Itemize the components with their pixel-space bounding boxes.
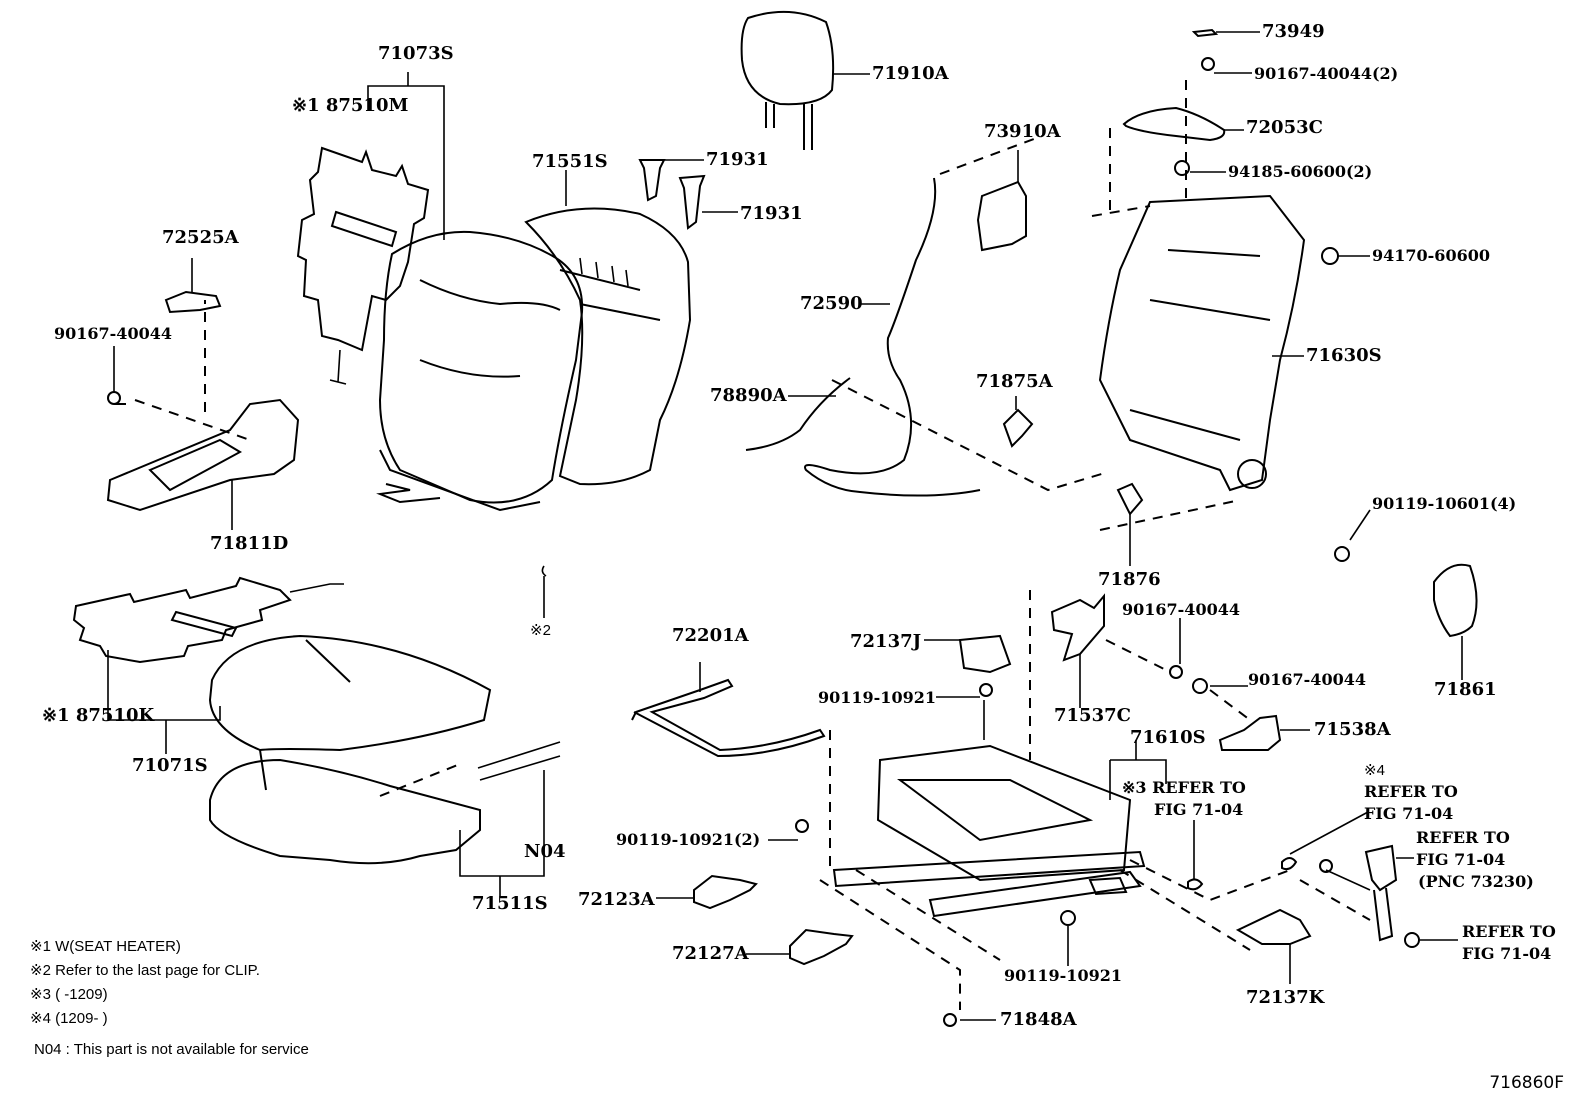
bracket-72137j (958, 634, 1012, 674)
seat-back-cover (376, 230, 584, 512)
clip-71876 (1116, 482, 1144, 516)
part-label-71931-a[interactable]: 71931 (706, 149, 769, 170)
headrest-guides (638, 159, 738, 230)
legend-note-n04: N04 : This part is not available for ser… (34, 1041, 309, 1058)
seat-back-frame (1098, 194, 1306, 492)
part-label-73949[interactable]: 73949 (1262, 21, 1325, 42)
refer-note-buckle[interactable]: REFER TO (1416, 828, 1510, 847)
part-label-72123a[interactable]: 72123A (578, 889, 655, 910)
release-cable (804, 177, 981, 497)
part-label-94170-60600[interactable]: 94170-60600 (1372, 246, 1490, 265)
part-label-72127a[interactable]: 72127A (672, 943, 749, 964)
refer-note-4-fig[interactable]: FIG 71-04 (1364, 804, 1454, 823)
cover-72123a (693, 874, 758, 910)
headrest (740, 10, 870, 150)
part-label-71861[interactable]: 71861 (1434, 679, 1497, 700)
part-label-87510m[interactable]: ※1 87510M (292, 95, 409, 116)
part-label-n04[interactable]: N04 (524, 841, 566, 862)
cover-72127a (789, 928, 854, 966)
part-label-90119-10921-2[interactable]: 90119-10921(2) (616, 830, 761, 849)
part-label-90119-10601[interactable]: 90119-10601(4) (1372, 494, 1517, 513)
part-label-71875a[interactable]: 71875A (976, 371, 1053, 392)
headrest-bracket (1122, 106, 1226, 142)
part-label-71848a[interactable]: 71848A (1000, 1009, 1077, 1030)
part-label-90119-10921-a[interactable]: 90119-10921 (818, 688, 936, 707)
seat-belt-buckle (1364, 844, 1398, 942)
bolt-left (107, 346, 126, 405)
part-label-73910a[interactable]: 73910A (984, 121, 1061, 142)
figure-id: 716860F (1489, 1073, 1564, 1093)
part-label-72525a[interactable]: 72525A (162, 227, 239, 248)
part-label-71538a[interactable]: 71538A (1314, 719, 1391, 740)
refer-note-3-fig[interactable]: FIG 71-04 (1154, 800, 1244, 819)
part-label-71630s[interactable]: 71630S (1306, 345, 1382, 366)
legend-note-3: ※3 ( -1209) (30, 986, 108, 1003)
seat-back-pad (524, 207, 692, 486)
seat-heater-mat-cushion (72, 576, 344, 664)
part-label-90167-40044-mid[interactable]: 90167-40044 (1122, 600, 1240, 619)
seat-cushion-cover (208, 634, 492, 791)
part-label-72590[interactable]: 72590 (800, 293, 863, 314)
part-label-71931-b[interactable]: 71931 (740, 203, 803, 224)
seat-module (976, 180, 1027, 252)
part-label-78890a[interactable]: 78890A (710, 385, 787, 406)
refer-note-4-marker: ※4 (1364, 762, 1385, 779)
part-label-71876[interactable]: 71876 (1098, 569, 1161, 590)
part-label-90119-10921-b[interactable]: 90119-10921 (1004, 966, 1122, 985)
legend-note-2: ※2 Refer to the last page for CLIP. (30, 962, 260, 979)
part-label-72201a[interactable]: 72201A (672, 625, 749, 646)
part-label-94185-60600[interactable]: 94185-60600(2) (1228, 162, 1373, 181)
legend-note-4: ※4 (1209- ) (30, 1010, 108, 1027)
part-label-90167-40044-mid2[interactable]: 90167-40044 (1248, 670, 1366, 689)
refer-note-buckle-fig[interactable]: FIG 71-04 (1416, 850, 1506, 869)
recliner-knob (164, 290, 222, 314)
part-label-71073s[interactable]: 71073S (378, 43, 454, 64)
bracket-71537c (1050, 593, 1105, 662)
legend-note-1: ※1 W(SEAT HEATER) (30, 938, 181, 955)
part-label-87510k[interactable]: ※1 87510K (42, 705, 155, 726)
part-label-71610s[interactable]: 71610S (1130, 727, 1206, 748)
clip-note-marker: ※2 (530, 622, 551, 639)
cover-72137k (1235, 908, 1312, 945)
part-label-71811d[interactable]: 71811D (210, 533, 289, 554)
refer-note-3[interactable]: ※3 REFER TO (1122, 778, 1246, 797)
part-label-71511s[interactable]: 71511S (472, 893, 548, 914)
part-label-71537c[interactable]: 71537C (1054, 705, 1131, 726)
part-label-72137k[interactable]: 72137K (1246, 987, 1325, 1008)
refer-note-nut[interactable]: REFER TO (1462, 922, 1556, 941)
wire-harness (745, 377, 851, 451)
part-label-90167-40044-left[interactable]: 90167-40044 (54, 324, 172, 343)
refer-note-buckle-pnc[interactable]: (PNC 73230) (1418, 872, 1534, 891)
refer-note-nut-fig[interactable]: FIG 71-04 (1462, 944, 1552, 963)
part-label-90167-40044-2[interactable]: 90167-40044(2) (1254, 64, 1399, 83)
seat-heater-mat-back (296, 146, 430, 385)
clip-71875a (1002, 408, 1034, 448)
seat-cushion-frame (832, 744, 1146, 918)
side-shield-cover (106, 300, 300, 530)
seat-cushion-pad (209, 758, 481, 865)
refer-note-4[interactable]: REFER TO (1364, 782, 1458, 801)
bracket-71538a (1218, 714, 1282, 751)
part-label-71071s[interactable]: 71071S (132, 755, 208, 776)
part-label-71551s[interactable]: 71551S (532, 151, 608, 172)
headrest-trim-71861 (1433, 563, 1478, 638)
part-label-71910a[interactable]: 71910A (872, 63, 949, 84)
seat-wire-frame (631, 678, 826, 758)
part-label-72053c[interactable]: 72053C (1246, 117, 1323, 138)
part-label-72137j[interactable]: 72137J (850, 631, 922, 652)
